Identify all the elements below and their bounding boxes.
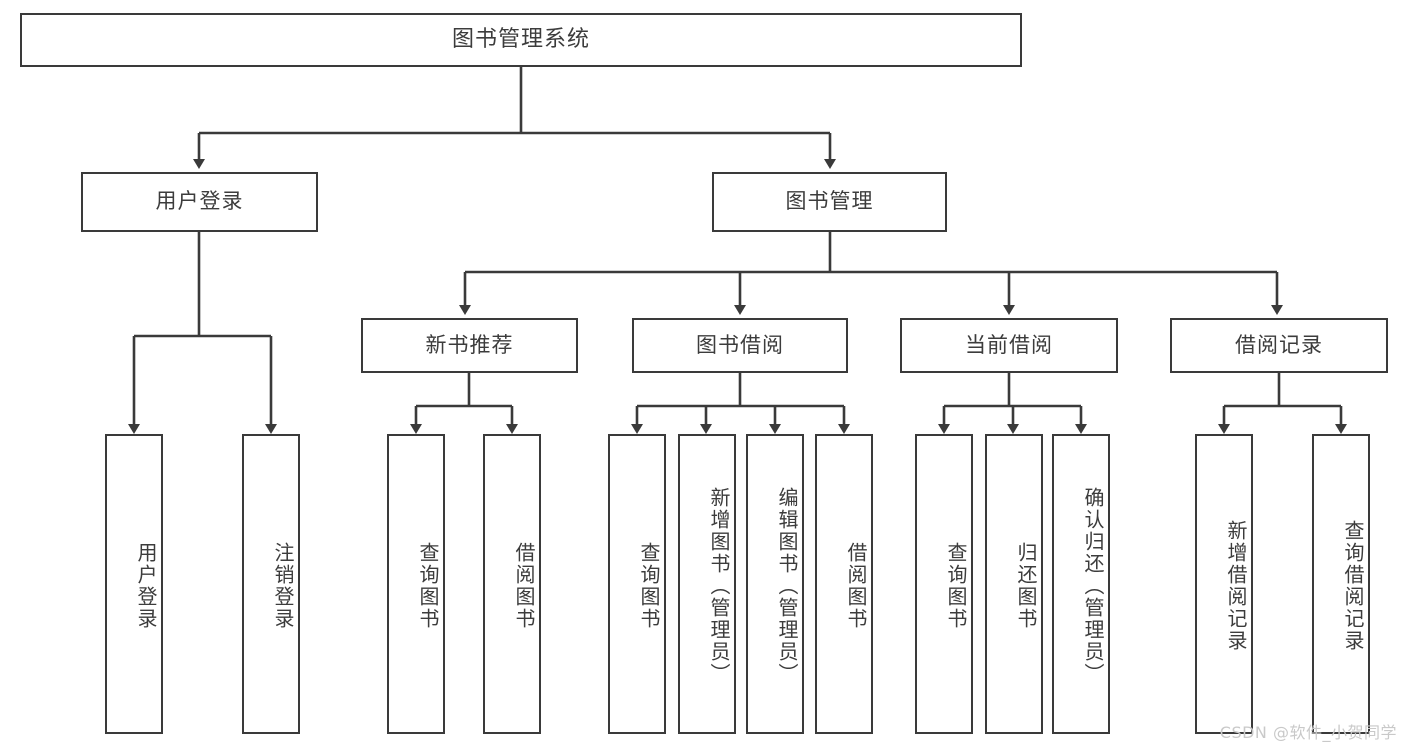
watermark-text: CSDN @软件_小贺同学 (1219, 723, 1397, 742)
node-new-book-recommend[interactable]: 新书推荐 (361, 318, 578, 373)
leaf-label: 新增借阅记录 (1224, 520, 1248, 652)
leaf-label: 用户登录 (134, 542, 158, 630)
leaf-confirm-return-admin[interactable]: 确认归还（管理员） (1052, 434, 1110, 734)
node-user-login[interactable]: 用户登录 (81, 172, 318, 232)
leaf-label: 借阅图书 (844, 542, 868, 630)
leaf-label: 注销登录 (271, 542, 295, 630)
leaf-query-books-borrow[interactable]: 查询图书 (608, 434, 666, 734)
node-book-borrow[interactable]: 图书借阅 (632, 318, 848, 373)
leaf-query-books-recommend[interactable]: 查询图书 (387, 434, 445, 734)
leaf-return-books[interactable]: 归还图书 (985, 434, 1043, 734)
node-current-borrow[interactable]: 当前借阅 (900, 318, 1118, 373)
leaf-label: 查询图书 (944, 542, 968, 630)
leaf-logout[interactable]: 注销登录 (242, 434, 300, 734)
leaf-label: 新增图书（管理员） (707, 487, 731, 685)
leaf-user-login[interactable]: 用户登录 (105, 434, 163, 734)
leaf-label: 归还图书 (1014, 542, 1038, 630)
node-book-management[interactable]: 图书管理 (712, 172, 947, 232)
leaf-label: 查询图书 (416, 542, 440, 630)
node-borrow-records[interactable]: 借阅记录 (1170, 318, 1388, 373)
leaf-query-borrow-record[interactable]: 查询借阅记录 (1312, 434, 1370, 734)
leaf-query-books-current[interactable]: 查询图书 (915, 434, 973, 734)
leaf-add-book-admin[interactable]: 新增图书（管理员） (678, 434, 736, 734)
leaf-borrow-books-recommend[interactable]: 借阅图书 (483, 434, 541, 734)
leaf-label: 借阅图书 (512, 542, 536, 630)
leaf-borrow-books[interactable]: 借阅图书 (815, 434, 873, 734)
leaf-label: 确认归还（管理员） (1081, 487, 1105, 685)
leaf-label: 查询借阅记录 (1341, 520, 1365, 652)
leaf-label: 查询图书 (637, 542, 661, 630)
leaf-edit-book-admin[interactable]: 编辑图书（管理员） (746, 434, 804, 734)
leaf-label: 编辑图书（管理员） (775, 487, 799, 685)
leaf-add-borrow-record[interactable]: 新增借阅记录 (1195, 434, 1253, 734)
node-root[interactable]: 图书管理系统 (20, 13, 1022, 67)
